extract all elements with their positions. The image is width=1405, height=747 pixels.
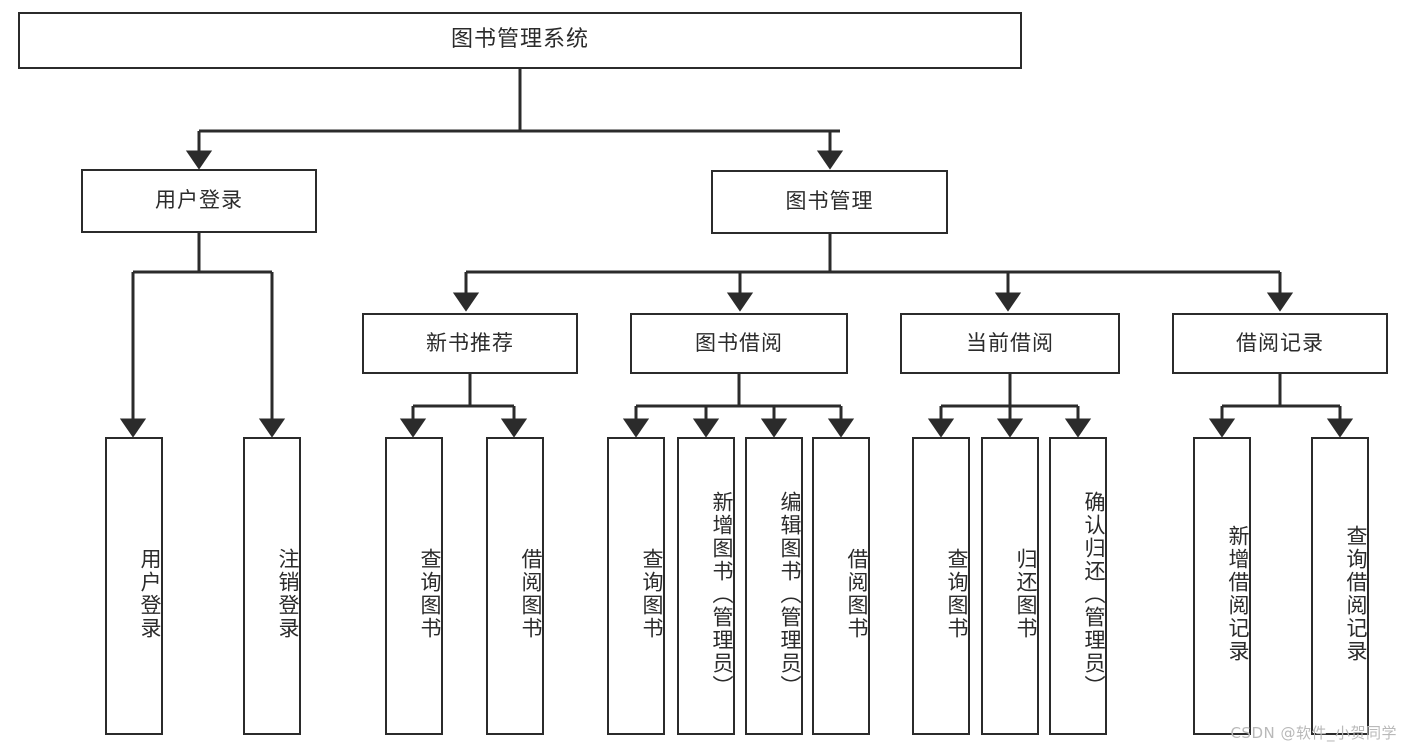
node-label: 用户登录 [155,188,243,213]
node-user-login[interactable]: 用户登录 [81,169,317,233]
node-label: 图书管理 [785,189,874,214]
node-label: 新增图书（管理员） [710,490,734,698]
node-label: 借阅图书 [845,548,869,640]
node-label: 新增借阅记录 [1226,525,1250,663]
node-label: 新书推荐 [426,330,514,355]
leaf-book-borrow-add-book-admin[interactable]: 新增图书（管理员） [677,437,735,735]
leaf-user-login-login[interactable]: 用户登录 [105,437,163,735]
leaf-current-borrow-return-book[interactable]: 归还图书 [981,437,1039,735]
node-book-management[interactable]: 图书管理 [711,170,948,234]
node-borrow-record[interactable]: 借阅记录 [1172,313,1388,374]
node-label: 用户登录 [138,548,162,640]
node-label: 查询借阅记录 [1344,525,1368,663]
node-label: 注销登录 [276,548,300,640]
node-new-book-recommend[interactable]: 新书推荐 [362,313,578,374]
leaf-new-book-borrow-books[interactable]: 借阅图书 [486,437,544,735]
node-label: 确认归还（管理员） [1082,490,1106,698]
node-label: 借阅图书 [519,548,543,640]
leaf-book-borrow-borrow-book[interactable]: 借阅图书 [812,437,870,735]
leaf-user-login-logout[interactable]: 注销登录 [243,437,301,735]
leaf-borrow-record-add-record[interactable]: 新增借阅记录 [1193,437,1251,735]
node-label: 查询图书 [640,548,664,640]
node-label: 图书管理系统 [450,27,589,53]
leaf-book-borrow-edit-book-admin[interactable]: 编辑图书（管理员） [745,437,803,735]
node-label: 查询图书 [418,548,442,640]
node-label: 编辑图书（管理员） [778,490,802,698]
leaf-current-borrow-confirm-return-admin[interactable]: 确认归还（管理员） [1049,437,1107,735]
leaf-new-book-query-books[interactable]: 查询图书 [385,437,443,735]
leaf-book-borrow-query-books[interactable]: 查询图书 [607,437,665,735]
node-root-book-management-system[interactable]: 图书管理系统 [18,12,1022,69]
node-current-borrow[interactable]: 当前借阅 [900,313,1120,374]
csdn-watermark: CSDN @软件_小贺同学 [1230,724,1397,742]
node-label: 查询图书 [945,548,969,640]
leaf-borrow-record-query-record[interactable]: 查询借阅记录 [1311,437,1369,735]
node-label: 归还图书 [1014,548,1038,640]
node-label: 图书借阅 [695,330,783,355]
node-label: 当前借阅 [966,330,1054,355]
node-label: 借阅记录 [1236,330,1324,355]
leaf-current-borrow-query-books[interactable]: 查询图书 [912,437,970,735]
node-book-borrow[interactable]: 图书借阅 [630,313,848,374]
